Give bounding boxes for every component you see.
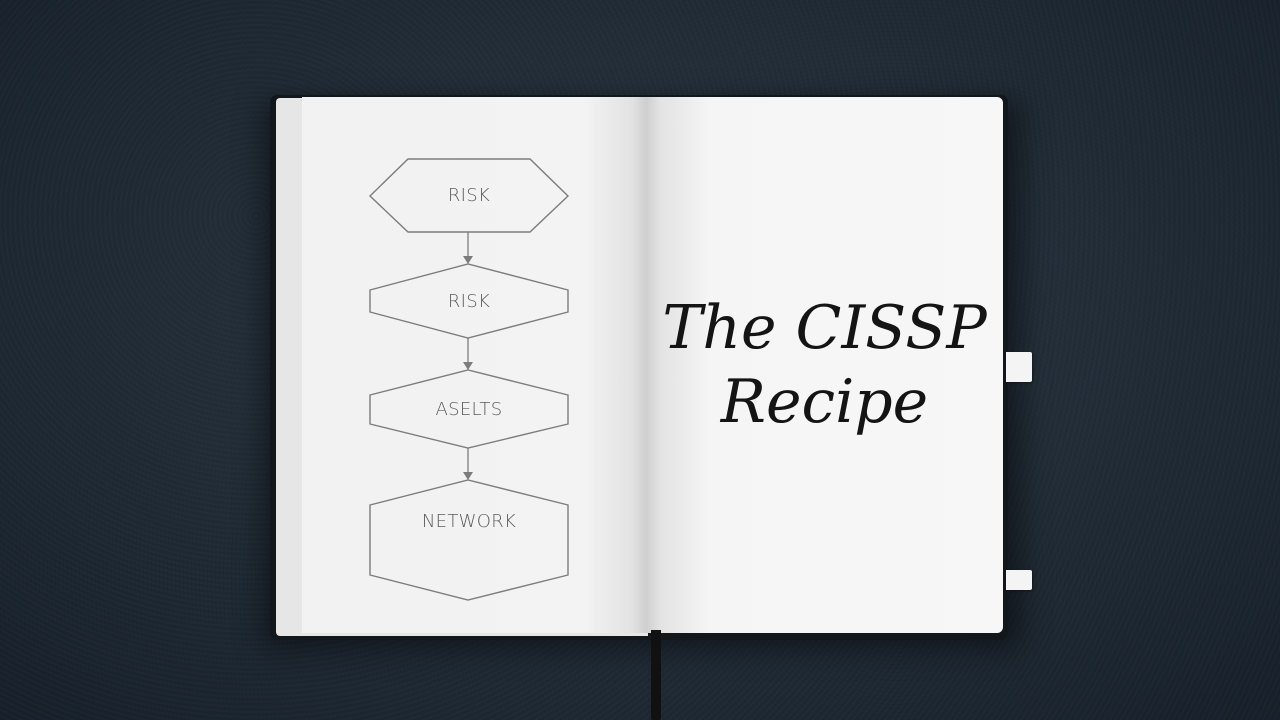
- arrow-icon: [463, 362, 473, 370]
- flow-node-risk-1: [368, 158, 570, 233]
- flow-label-risk-2: RISK: [447, 291, 491, 312]
- bookmark-ribbon: [651, 630, 661, 720]
- title-line-2: Recipe: [720, 367, 929, 437]
- left-page: [302, 97, 646, 633]
- flow-label-risk-1: RISK: [447, 185, 491, 206]
- flow-node-risk-2: [369, 263, 569, 339]
- title-line-1: The CISSP: [662, 293, 987, 363]
- arrow-icon: [463, 256, 473, 264]
- flow-label-assets: ASELTS: [435, 399, 503, 420]
- arrow-icon: [463, 472, 473, 480]
- flow-label-network: NETWORK: [421, 511, 517, 532]
- page-tab-top: [1006, 352, 1032, 382]
- page-tab-bottom: [1006, 570, 1032, 590]
- flow-node-assets: [369, 369, 569, 449]
- flow-node-network: [369, 479, 569, 601]
- right-page: [646, 97, 1003, 633]
